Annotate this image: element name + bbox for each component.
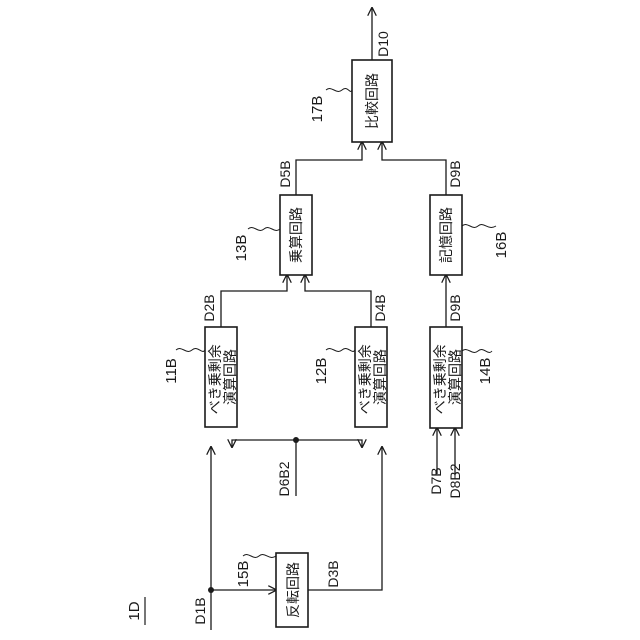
junction-d6 xyxy=(293,437,299,443)
block-memory: 記憶回路 xyxy=(430,195,462,275)
wire-d2-to-multiply xyxy=(221,275,287,327)
block-powmod1: べき乗剰余 演算回路 xyxy=(205,327,239,427)
ref-12b-label: 12B xyxy=(313,358,330,385)
figure-label: 1D xyxy=(126,597,145,625)
signal-d6b2: D6B2 xyxy=(276,461,292,496)
wiring xyxy=(208,8,455,630)
ref-11b: 11B xyxy=(163,349,205,384)
ref-16b-leader xyxy=(462,225,496,228)
compare-label: 比較回路 xyxy=(365,73,381,129)
signal-d2b: D2B xyxy=(201,294,217,321)
powmod1-label-line1: べき乗剰余 xyxy=(207,344,224,414)
powmod3-label-line2: 演算回路 xyxy=(448,349,464,405)
ref-12b: 12B xyxy=(313,349,355,385)
powmod1-label-line2: 演算回路 xyxy=(223,349,239,405)
signal-d3b: D3B xyxy=(325,560,341,587)
svg-text:べき乗剰余 演算回路: べき乗剰余 演算回路 xyxy=(207,340,239,414)
signal-d1b: D1B xyxy=(192,597,208,624)
ref-16b-label: 16B xyxy=(493,232,510,259)
figure-number: 1D xyxy=(126,601,143,620)
wire-d9-to-compare xyxy=(382,142,446,195)
memory-label: 記憶回路 xyxy=(438,207,455,263)
ref-16b: 16B xyxy=(462,225,510,259)
ref-12b-leader xyxy=(326,349,355,352)
ref-17b-leader xyxy=(326,89,352,92)
ref-14b: 14B xyxy=(462,350,494,385)
wire-d6-to-powmod1 xyxy=(232,440,296,447)
invert-label: 反転回路 xyxy=(286,562,302,618)
multiply-label: 乗算回路 xyxy=(289,207,305,263)
block-powmod2: べき乗剰余 演算回路 xyxy=(355,327,389,427)
ref-13b: 13B xyxy=(233,228,280,262)
ref-11b-label: 11B xyxy=(163,358,180,384)
signal-d9b-out: D9B xyxy=(447,160,463,187)
ref-15b: 15B xyxy=(235,555,276,588)
signal-d9b-in: D9B xyxy=(447,294,463,321)
ref-14b-leader xyxy=(462,350,492,353)
svg-text:べき乗剰余 演算回路: べき乗剰余 演算回路 xyxy=(432,340,464,414)
block-compare: 比較回路 xyxy=(352,60,392,142)
signal-d4b: D4B xyxy=(372,294,388,321)
powmod2-label-line2: 演算回路 xyxy=(373,349,389,405)
powmod2-label-line1: べき乗剰余 xyxy=(357,344,374,414)
ref-17b-label: 17B xyxy=(309,96,326,123)
powmod3-label-line1: べき乗剰余 xyxy=(432,344,449,414)
ref-11b-leader xyxy=(176,349,205,352)
ref-14b-label: 14B xyxy=(477,358,494,385)
svg-text:べき乗剰余 演算回路: べき乗剰余 演算回路 xyxy=(357,340,389,414)
ref-15b-leader xyxy=(243,555,276,558)
ref-15b-label: 15B xyxy=(235,561,252,588)
wire-d4-to-multiply xyxy=(305,275,371,327)
signal-d7b: D7B xyxy=(428,467,444,494)
block-invert: 反転回路 xyxy=(276,553,308,627)
junction-d1 xyxy=(208,587,214,593)
block-powmod3: べき乗剰余 演算回路 xyxy=(430,327,464,428)
signal-d5b: D5B xyxy=(277,160,293,187)
ref-13b-leader xyxy=(248,228,280,231)
signal-d10: D10 xyxy=(375,31,391,57)
signal-d8b2: D8B2 xyxy=(447,463,463,498)
ref-13b-label: 13B xyxy=(233,235,250,262)
block-multiply: 乗算回路 xyxy=(280,195,312,275)
wire-d6-to-powmod2 xyxy=(296,440,362,447)
wire-d5-to-compare xyxy=(296,142,362,195)
wire-d3-to-powmod2 xyxy=(308,447,382,590)
ref-17b: 17B xyxy=(309,89,352,123)
